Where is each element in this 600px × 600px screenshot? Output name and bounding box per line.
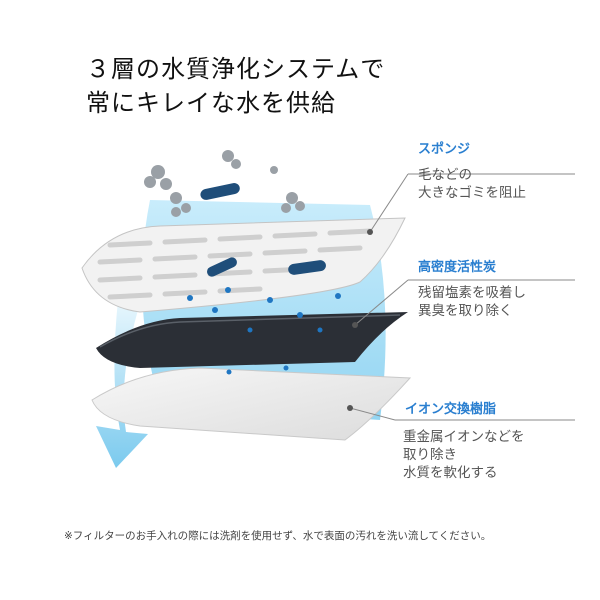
layer-desc-resin: 重金属イオンなどを 取り除き 水質を軟化する — [403, 428, 525, 482]
resin-layer — [91, 367, 412, 441]
debris-particles — [144, 150, 341, 375]
layer-desc-line: 大きなゴミを阻止 — [418, 185, 526, 201]
headline-line-1: ３層の水質浄化システムで — [86, 55, 386, 83]
layer-desc-line: 重金属イオンなどを — [403, 429, 525, 445]
leader-dot-carbon — [352, 322, 358, 328]
sponge-layer — [81, 217, 406, 313]
layer-desc-line: 取り除き — [403, 447, 457, 463]
carbon-layer — [96, 312, 408, 368]
leader-dot-sponge — [367, 229, 373, 235]
layer-desc-line: 異臭を取り除く — [418, 303, 513, 319]
layer-desc-line: 水質を軟化する — [403, 465, 498, 481]
layer-desc-line: 毛などの — [418, 167, 472, 183]
layer-desc-line: 残留塩素を吸着し — [418, 285, 526, 301]
leader-dot-resin — [347, 405, 353, 411]
leader-line-resin — [349, 407, 396, 421]
layer-name-carbon: 高密度活性炭 — [418, 260, 497, 275]
care-footnote: ※フィルターのお手入れの際には洗剤を使用せず、水で表面の汚れを洗い流してください… — [64, 530, 492, 542]
layer-name-resin: イオン交換樹脂 — [405, 402, 497, 417]
headline-line-2: 常にキレイな水を供給 — [86, 89, 336, 117]
layer-desc-carbon: 残留塩素を吸着し 異臭を取り除く — [418, 284, 526, 320]
leader-line-sponge — [369, 173, 409, 233]
headline: ３層の水質浄化システムで 常にキレイな水を供給 — [86, 52, 385, 120]
layer-name-sponge: スポンジ — [418, 142, 471, 157]
leader-line-carbon — [354, 279, 409, 326]
layer-desc-sponge: 毛などの 大きなゴミを阻止 — [418, 166, 526, 202]
